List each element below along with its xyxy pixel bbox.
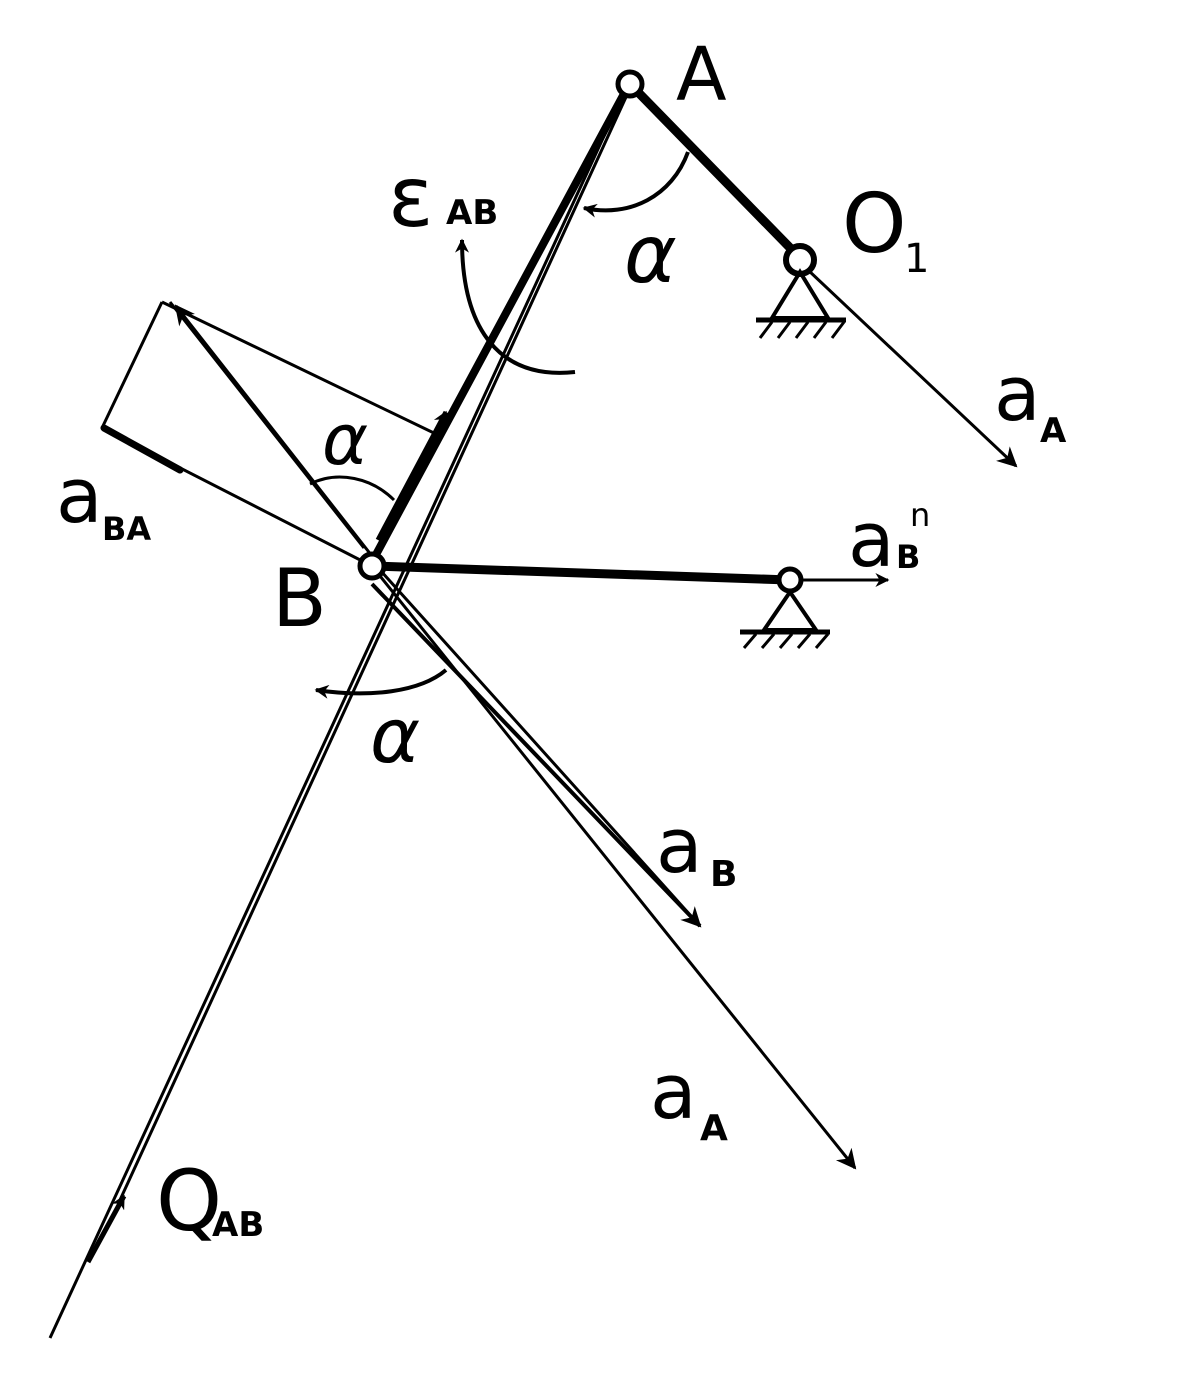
a-ba-diagonal-arrow bbox=[174, 304, 374, 557]
label-a-b: a B bbox=[656, 801, 737, 895]
svg-text:a: a bbox=[848, 495, 895, 584]
svg-text:A: A bbox=[700, 1108, 728, 1149]
link-b-support bbox=[367, 561, 795, 585]
label-a-b-n: a B n bbox=[848, 495, 930, 584]
label-a-a-top: a A bbox=[994, 349, 1067, 451]
label-a-a-bottom: a A bbox=[650, 1047, 728, 1149]
svg-text:n: n bbox=[910, 496, 930, 534]
q-ab-arrow bbox=[85, 1194, 127, 1264]
svg-text:AB: AB bbox=[212, 1205, 264, 1245]
label-point-o1: O 1 bbox=[842, 177, 929, 282]
svg-text:a: a bbox=[650, 1047, 697, 1136]
link-a-o1 bbox=[625, 79, 805, 263]
a-ba-arrow bbox=[100, 424, 184, 474]
angle-arc-top bbox=[582, 151, 690, 218]
a-ba-diagonal-1 bbox=[168, 301, 366, 549]
svg-text:A: A bbox=[1040, 411, 1067, 451]
svg-text:Q: Q bbox=[156, 1152, 222, 1250]
svg-text:ε: ε bbox=[388, 148, 433, 246]
construction-left-edge bbox=[100, 301, 164, 429]
svg-text:AB: AB bbox=[446, 193, 498, 233]
label-point-b: B bbox=[272, 552, 327, 645]
angle-arc-bottom bbox=[314, 668, 448, 699]
svg-text:1: 1 bbox=[904, 236, 929, 282]
label-q-ab: Q AB bbox=[156, 1152, 264, 1250]
link-ab-thick bbox=[368, 86, 630, 566]
construction-top-edge bbox=[161, 300, 437, 436]
rod-ab-line-right bbox=[118, 83, 634, 1201]
svg-text:B: B bbox=[896, 538, 920, 576]
support-right bbox=[740, 588, 830, 649]
label-point-a: A bbox=[676, 32, 727, 118]
label-epsilon-ab: ε AB bbox=[388, 148, 498, 246]
rod-ab-line-left bbox=[48, 83, 630, 1339]
label-alpha-bottom: α bbox=[370, 691, 420, 780]
epsilon-ab-curve bbox=[455, 238, 576, 375]
joint-a bbox=[615, 69, 645, 99]
svg-text:a: a bbox=[994, 349, 1041, 438]
svg-text:O: O bbox=[842, 177, 907, 272]
a-b-line-1 bbox=[378, 568, 702, 928]
ab-direction-arrow bbox=[375, 410, 449, 542]
svg-text:BA: BA bbox=[102, 510, 151, 548]
joint-b bbox=[357, 551, 387, 581]
svg-text:B: B bbox=[710, 854, 737, 895]
svg-text:a: a bbox=[56, 451, 103, 540]
joint-right-support bbox=[776, 566, 804, 594]
angle-arc-mid bbox=[309, 475, 396, 502]
support-o1 bbox=[756, 268, 846, 339]
label-a-ba: a BA bbox=[56, 451, 151, 548]
a-a-top-arrow bbox=[806, 268, 1018, 468]
label-alpha-mid: α bbox=[322, 399, 368, 481]
svg-text:a: a bbox=[656, 801, 703, 890]
label-alpha-top: α bbox=[624, 208, 677, 301]
a-b-arrow bbox=[370, 582, 702, 928]
a-a-bottom-arrow bbox=[370, 565, 857, 1170]
